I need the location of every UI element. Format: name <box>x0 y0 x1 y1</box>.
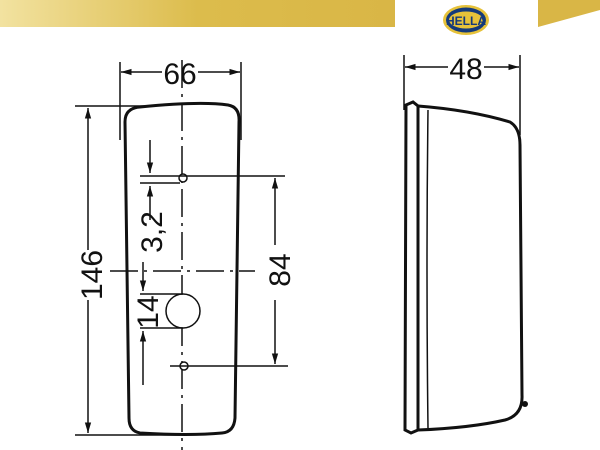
bulb-hole-dimension: 14 <box>132 295 165 328</box>
hella-logo: HELLA <box>443 5 489 35</box>
side-inner-edge <box>426 109 429 429</box>
lamp-outline <box>123 101 241 436</box>
side-detail-dot <box>522 401 528 407</box>
header-band-left <box>0 0 395 27</box>
side-body <box>417 104 524 432</box>
side-flange <box>403 100 420 435</box>
header-band-right <box>538 0 600 27</box>
hole-diameter-dimension: 3,2 <box>136 211 169 253</box>
height-dimension: 146 <box>76 250 109 300</box>
logo-text: HELLA <box>446 14 486 28</box>
mounting-hole-top <box>178 173 188 183</box>
depth-dimension: 48 <box>449 53 482 86</box>
hole-spacing-dimension: 84 <box>264 253 297 286</box>
bulb-hole <box>165 293 201 329</box>
width-dimension: 66 <box>163 58 196 91</box>
side-view: 48 <box>403 53 528 435</box>
front-view: 66 146 84 3,2 14 <box>75 58 297 450</box>
